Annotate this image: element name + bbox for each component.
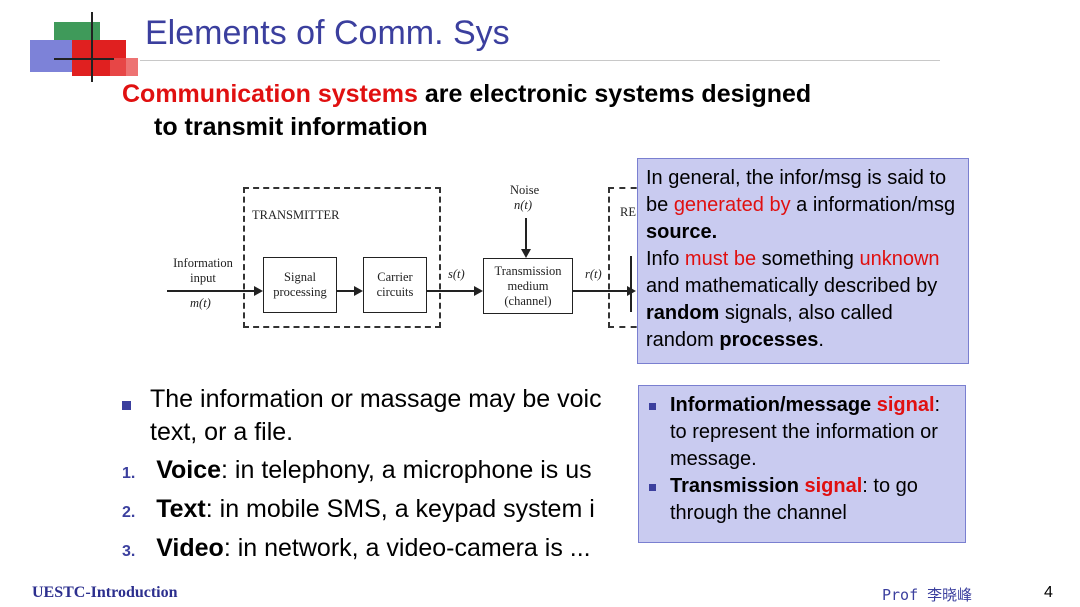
arrow-head [474,285,483,296]
logo-block-blue [30,40,74,72]
arrow-head [354,285,363,296]
slide-title: Elements of Comm. Sys [145,14,510,52]
transmitter-label: TRANSMITTER [252,208,340,222]
callout-source-p1: In general, the infor/msg is said to be … [646,167,956,243]
noise-label: Noise [510,183,540,197]
callout-item: Information/message signal: to represent… [649,392,957,473]
page-number: 4 [1044,584,1053,601]
logo-crosshair-v [91,12,93,82]
list-item: 3. Video: in network, a video-camera is … [122,534,591,562]
logo-block-red-fade [110,58,138,76]
noise-arrow-head [521,249,531,258]
list-item: 2. Text: in mobile SMS, a keypad system … [122,495,595,523]
callout-signal-types: Information/message signal: to represent… [638,385,966,543]
bullet-square [649,403,656,410]
link-line [337,290,355,292]
heading-highlight: Communication systems [122,80,418,108]
info-input-label: Information input [173,256,233,285]
r-label: r(t) [585,267,602,281]
callout-item: Transmission signal: to go through the c… [649,473,957,527]
input-line [167,290,255,292]
footer-author: Prof 李晓峰 [882,586,973,604]
link-line [573,290,629,292]
arrow-head [254,285,263,296]
heading-line2: to transmit information [154,113,428,141]
bullet-square [122,401,131,410]
info-symbol: m(t) [190,296,211,310]
noise-line [525,218,527,250]
list-item: 1. Voice: in telephony, a microphone is … [122,456,592,484]
footer-course: UESTC-Introduction [32,584,178,601]
receiver-box [608,187,648,328]
bullet-square [649,484,656,491]
receiver-block-edge [630,256,632,312]
slide-heading: Communication systems are electronic sys… [122,78,922,144]
noise-symbol: n(t) [514,198,533,212]
title-divider [140,60,940,61]
link-line [427,290,475,292]
transmitter-box [243,187,441,328]
receiver-label: RE [620,205,636,219]
heading-text: are electronic systems designed [417,80,812,108]
bullet-main: The information or massage may be voic t… [150,385,602,446]
logo-crosshair-h [54,58,114,60]
callout-source: In general, the infor/msg is said to be … [637,158,969,364]
s-label: s(t) [448,267,465,281]
callout-source-p2: Info must be something unknown and mathe… [646,248,940,351]
